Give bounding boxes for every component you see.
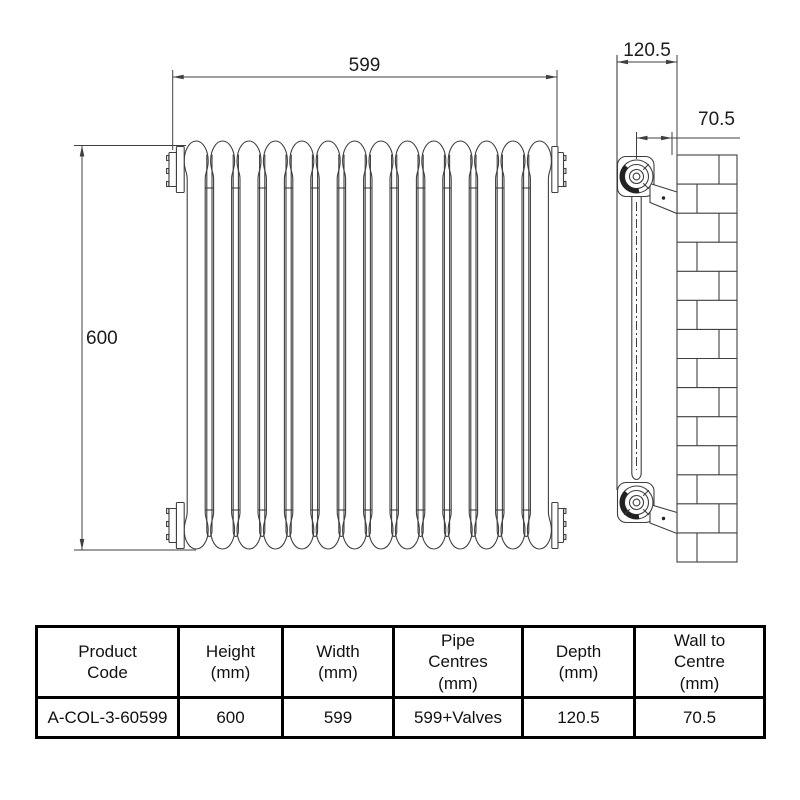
radiator-column-back	[417, 154, 424, 537]
dimension-arrowhead	[636, 135, 648, 141]
radiator-column-back	[443, 154, 451, 537]
dimension-arrowhead	[617, 59, 628, 65]
brick-wall	[676, 154, 738, 563]
dimension-arrowhead	[172, 74, 184, 80]
end-cap-nub	[563, 507, 567, 515]
value-cell-3: 599+Valves	[392, 696, 524, 739]
radiator-column-back	[285, 154, 292, 537]
radiator-column-back	[338, 154, 345, 537]
end-cap-nub	[563, 520, 567, 528]
valve-tick	[642, 163, 650, 171]
header-cell-2: Width(mm)	[281, 625, 395, 699]
dim-wall-to-centre-label: 70.5	[698, 109, 735, 130]
end-cap-flange	[168, 151, 177, 188]
radiator-column-front	[368, 140, 394, 550]
header-cell-1: Height(mm)	[177, 625, 284, 699]
end-cap-flange	[557, 507, 565, 544]
radiator-column-back	[232, 154, 239, 537]
dimension-arrowhead	[79, 539, 85, 550]
dimension-arrowhead	[546, 74, 557, 80]
radiator-column-front	[500, 140, 526, 550]
radiator-column-front	[474, 140, 500, 550]
radiator-technical-drawing: 599 600 120.5 70.5	[74, 40, 740, 563]
side-view	[616, 55, 738, 563]
valve-shading-arc	[619, 490, 640, 520]
radiator-column-front	[394, 140, 420, 550]
end-cap-nub	[166, 533, 170, 541]
valve-circle	[632, 172, 641, 181]
bracket-screw	[661, 196, 666, 200]
end-cap-nub	[563, 533, 567, 541]
end-cap-nub	[563, 180, 567, 188]
value-cell-2: 599	[281, 696, 395, 739]
radiator-column-front	[421, 140, 447, 550]
value-cell-5: 70.5	[633, 696, 766, 739]
dimension-arrowhead	[661, 135, 672, 141]
end-cap-nub	[563, 167, 567, 175]
dim-depth-label: 120.5	[623, 40, 671, 61]
dimension-arrowhead	[79, 145, 85, 157]
side-profile	[616, 55, 678, 535]
dimension-lines	[74, 55, 740, 551]
end-cap-flange	[175, 145, 185, 194]
end-cap-nub	[166, 154, 170, 162]
radiator-column-front	[289, 140, 315, 550]
header-cell-4: Depth(mm)	[521, 625, 636, 699]
radiator-column-front	[342, 140, 368, 550]
dimension-labels: 599 600 120.5 70.5	[86, 40, 735, 349]
front-view	[166, 140, 567, 550]
valve-tick	[623, 508, 631, 516]
radiator-column-front	[236, 140, 262, 550]
radiator-column-front	[526, 140, 552, 550]
valve-circle	[632, 498, 641, 507]
radiator-column-front	[183, 140, 209, 550]
radiator-column-back	[259, 154, 266, 537]
valve-tick	[642, 182, 650, 190]
radiator-column-back	[496, 154, 503, 537]
radiator-column-front	[210, 140, 236, 550]
value-cell-1: 600	[177, 696, 284, 739]
end-cap-flange	[175, 501, 185, 550]
radiator-column-back	[311, 154, 319, 537]
end-cap-flange	[168, 507, 177, 544]
end-cap-nub	[563, 154, 567, 162]
end-cap-nub	[166, 520, 170, 528]
dimension-arrowhead	[666, 59, 677, 65]
bracket-screw	[661, 516, 666, 521]
value-cell-4: 120.5	[521, 696, 636, 739]
end-cap-flange	[551, 145, 559, 194]
radiator-column-back	[364, 154, 371, 537]
valve-shading-arc	[619, 164, 640, 194]
radiator-column-back	[470, 154, 477, 537]
end-cap-nub	[166, 507, 170, 515]
value-cell-0: A-COL-3-60599	[35, 696, 180, 739]
radiator-columns	[183, 140, 552, 550]
valve-tick	[642, 489, 650, 497]
dim-height-label: 600	[86, 328, 118, 349]
end-cap-nub	[166, 167, 170, 175]
radiator-column-front	[315, 140, 341, 550]
end-cap-nub	[166, 180, 170, 188]
radiator-column-back	[206, 154, 213, 537]
radiator-column-back	[523, 154, 530, 537]
end-cap-flange	[551, 501, 559, 550]
radiator-column-back	[391, 154, 398, 537]
end-cap-flange	[557, 151, 565, 188]
radiator-end-caps	[166, 145, 567, 550]
valve-tick	[642, 508, 650, 516]
dim-width-label: 599	[349, 55, 381, 76]
radiator-column-front	[262, 140, 288, 550]
radiator-column-front	[447, 140, 473, 550]
